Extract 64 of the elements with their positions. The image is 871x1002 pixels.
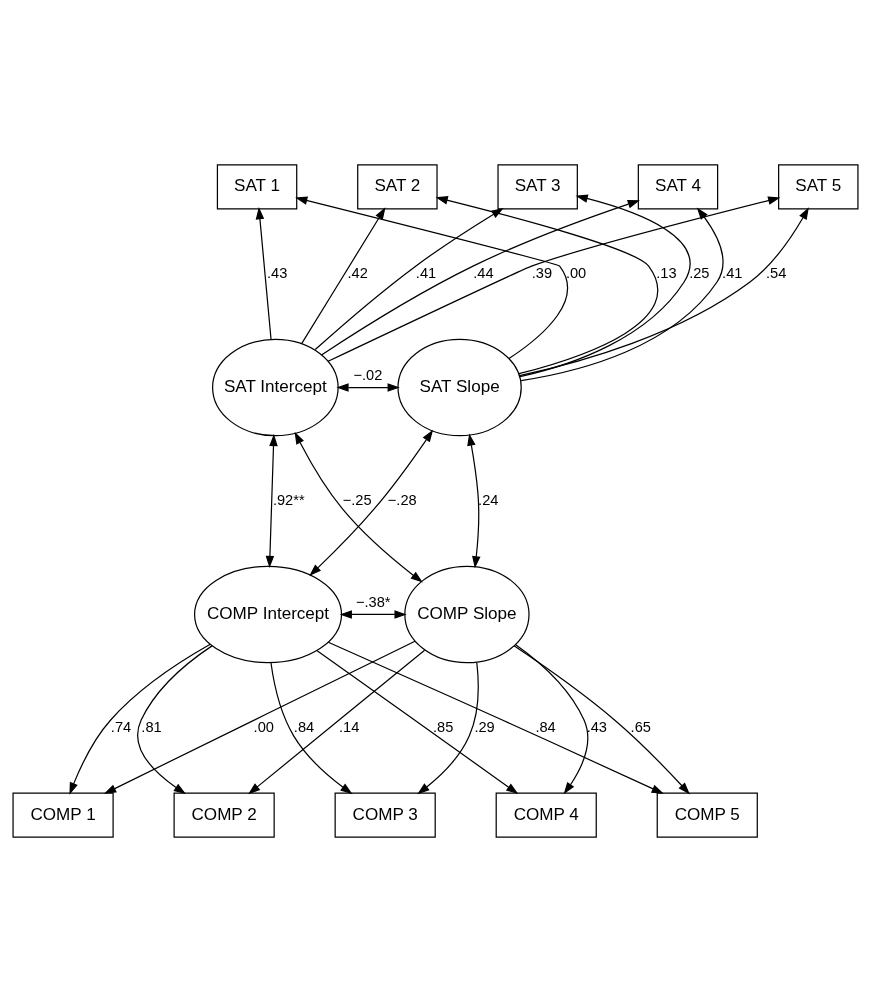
edge-label: .00 <box>565 264 587 281</box>
arrow <box>137 645 213 795</box>
arrow <box>301 207 386 345</box>
arrow <box>69 643 211 795</box>
edge-label: .74 <box>110 718 132 735</box>
arrow <box>316 650 519 795</box>
node-box: COMP 2 <box>173 792 275 838</box>
arrow <box>104 640 416 794</box>
node-box: SAT 4 <box>637 164 719 210</box>
edge-label: .29 <box>474 718 495 735</box>
node-box: COMP 3 <box>334 792 436 838</box>
arrow <box>248 649 426 795</box>
edge-label: .81 <box>141 718 162 735</box>
edge-label: .13 <box>656 264 677 281</box>
node-box: SAT 5 <box>778 164 859 210</box>
arrow <box>519 194 691 378</box>
arrow <box>255 207 272 340</box>
arrow <box>435 196 659 375</box>
arrow <box>265 433 278 569</box>
edge-label: .43 <box>586 718 608 735</box>
node-box: COMP 4 <box>495 792 597 838</box>
node-box: SAT 3 <box>497 164 578 210</box>
arrow <box>309 429 434 576</box>
edge-label: .54 <box>766 264 787 281</box>
edge-label: .24 <box>478 491 499 508</box>
edge-label: .65 <box>630 718 651 735</box>
edge-label: .84 <box>293 718 315 735</box>
node-ellipse: SAT Slope <box>397 338 522 437</box>
edge-label: .41 <box>722 264 743 281</box>
node-box: COMP 1 <box>12 792 114 838</box>
arrow <box>514 643 589 795</box>
edge-label: .42 <box>347 264 368 281</box>
arrow <box>327 196 781 362</box>
edge-label: .43 <box>267 264 288 281</box>
node-box: SAT 2 <box>357 164 438 210</box>
arrow <box>270 662 353 795</box>
edge-label: .92** <box>272 491 305 508</box>
edge-label: .44 <box>473 264 494 281</box>
arrow <box>519 207 809 377</box>
arrow <box>295 196 569 360</box>
arrow <box>513 645 690 795</box>
edge-label: .41 <box>415 264 437 281</box>
arrow <box>417 661 479 795</box>
node-box: COMP 5 <box>656 792 758 838</box>
arrow <box>467 433 481 569</box>
edge-label: .25 <box>689 264 710 281</box>
arrow <box>336 383 400 392</box>
edge-label: −.38* <box>355 593 391 610</box>
edge-label: .84 <box>535 718 556 735</box>
edge-label: .39 <box>531 264 553 281</box>
edge-label: .14 <box>339 718 360 735</box>
arrow <box>339 610 407 619</box>
edge-label: .00 <box>253 718 274 735</box>
arrow <box>320 200 640 356</box>
node-ellipse: SAT Intercept <box>212 338 339 437</box>
node-ellipse: COMP Slope <box>404 565 530 664</box>
arrow <box>327 641 664 794</box>
arrow <box>520 207 724 382</box>
node-box: SAT 1 <box>216 164 298 210</box>
edge-label: .85 <box>432 718 454 735</box>
edge-label: −.02 <box>353 366 383 383</box>
edge-label: −.25 <box>342 491 372 508</box>
arrow <box>294 431 423 583</box>
edge-label: −.28 <box>387 491 417 508</box>
